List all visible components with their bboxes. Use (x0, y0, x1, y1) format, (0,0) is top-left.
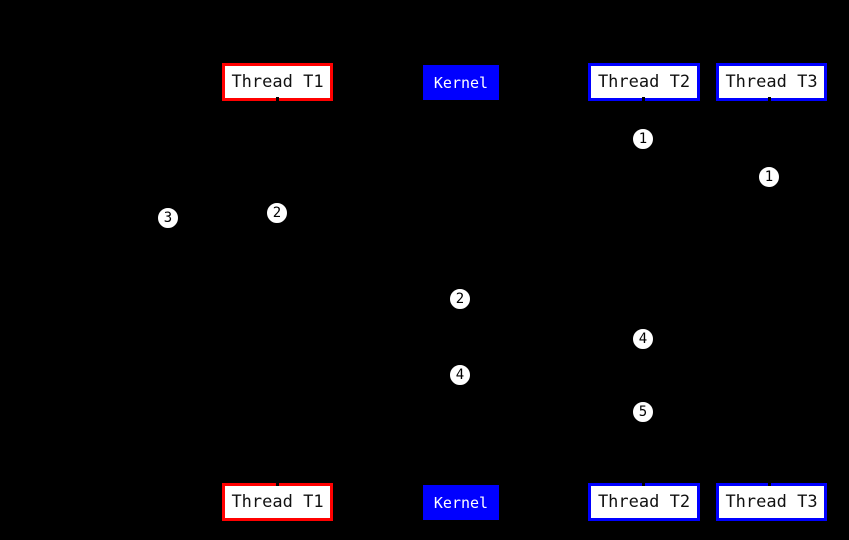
lifeline-stub (768, 481, 771, 486)
lifeline-thread-t1 (276, 101, 278, 483)
lifeline-stub (642, 97, 645, 102)
event-marker-3: 3 (157, 207, 179, 229)
event-marker-5: 5 (632, 401, 654, 423)
lifeline-stub (642, 481, 645, 486)
event-marker-1: 1 (758, 166, 780, 188)
event-marker-2: 2 (449, 288, 471, 310)
lifeline-stub (768, 97, 771, 102)
actor-box-kernel-top: Kernel (423, 65, 499, 100)
lifeline-stub (276, 97, 279, 102)
actor-box-thread-t3-top: Thread T3 (716, 63, 827, 101)
lifeline-thread-t2 (642, 101, 644, 483)
actor-box-thread-t2-top: Thread T2 (588, 63, 700, 101)
event-marker-4: 4 (449, 364, 471, 386)
actor-box-thread-t1-bottom: Thread T1 (222, 483, 333, 521)
actor-box-thread-t2-bottom: Thread T2 (588, 483, 700, 521)
actor-box-kernel-bottom: Kernel (423, 485, 499, 520)
lifeline-thread-t3 (769, 101, 771, 483)
event-marker-2: 2 (266, 202, 288, 224)
actor-box-thread-t1-top: Thread T1 (222, 63, 333, 101)
event-marker-1: 1 (632, 128, 654, 150)
actor-box-thread-t3-bottom: Thread T3 (716, 483, 827, 521)
event-marker-4: 4 (632, 328, 654, 350)
lifeline-stub (276, 481, 279, 486)
